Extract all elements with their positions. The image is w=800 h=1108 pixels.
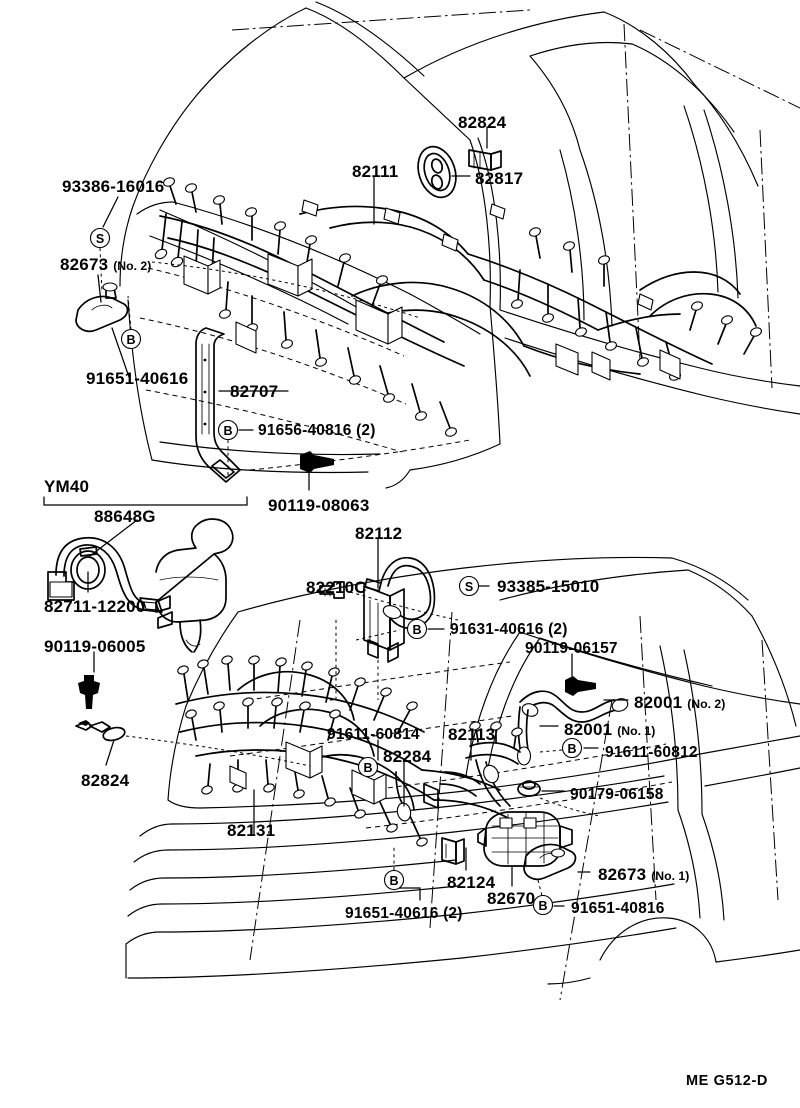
part-label-82673-no2: 82673 (No. 2) [60, 255, 152, 274]
part-label-91651-40616: 91651-40616 [86, 369, 189, 388]
part-label-91651-40816: 91651-40816 [571, 900, 665, 917]
lower-vehicle-body [125, 556, 800, 1001]
part-label-82001-no2: 82001 (No. 2) [634, 693, 726, 712]
part-label-90119-08063: 90119-08063 [268, 496, 370, 515]
part-82210C-connector [319, 581, 345, 599]
part-label-82670: 82670 [487, 889, 536, 908]
part-82112-relay-block [363, 556, 436, 663]
part-label-90119-06005: 90119-06005 [44, 637, 146, 656]
part-82824-clamp-left [75, 720, 126, 742]
svg-text:S: S [96, 232, 104, 246]
svg-text:B: B [567, 742, 576, 756]
svg-text:B: B [412, 623, 421, 637]
group-label-ym40: YM40 [44, 477, 90, 496]
part-label-82210C: 82210C [306, 578, 367, 597]
part-label-90179-06158: 90179-06158 [570, 786, 664, 803]
part-label-82711-12200: 82711-12200 [44, 597, 146, 616]
svg-text:B: B [538, 899, 547, 913]
part-82670-junction-block [477, 811, 573, 867]
part-label-91611-60814: 91611-60814 [327, 726, 420, 743]
part-label-82111: 82111 [352, 162, 399, 181]
part-90179-06158-nut [517, 780, 541, 797]
part-label-82131: 82131 [227, 821, 276, 840]
svg-text:B: B [126, 333, 135, 347]
part-label-82824-left: 82824 [81, 771, 130, 790]
svg-text:B: B [363, 761, 372, 775]
part-label-91656-40816: 91656-40816 (2) [258, 422, 376, 439]
part-label-93385-15010: 93385-15010 [497, 577, 600, 596]
part-label-82673-no1: 82673 (No. 1) [598, 865, 690, 884]
lower-wire-harness-82131 [175, 655, 509, 847]
svg-text:B: B [389, 874, 398, 888]
part-label-82113: 82113 [448, 725, 496, 744]
part-82824-clamp-upper [468, 149, 502, 171]
part-label-82707: 82707 [230, 382, 279, 401]
part-82673-no2 [75, 282, 129, 333]
part-label-82001-no1: 82001 (No. 1) [564, 720, 656, 739]
part-82817-grommet [417, 145, 457, 199]
upper-wire-harness-82111 [154, 177, 762, 437]
part-label-91651-40616-2: 91651-40616 (2) [345, 905, 463, 922]
part-82707-bracket [195, 327, 241, 483]
diagram-code: ME G512-D [686, 1073, 768, 1089]
part-90119-06005-bolt [78, 675, 100, 709]
part-label-82124: 82124 [447, 873, 496, 892]
part-label-91611-60812: 91611-60812 [605, 744, 698, 761]
part-82113-harness [423, 721, 523, 809]
part-82673-no1 [523, 843, 577, 881]
part-label-82817: 82817 [475, 169, 524, 188]
leader-lines [87, 126, 629, 907]
svg-text:S: S [465, 580, 473, 594]
part-label-90119-06157: 90119-06157 [525, 640, 618, 657]
part-label-82284: 82284 [383, 747, 432, 766]
part-label-82112: 82112 [355, 524, 403, 543]
part-label-88648G: 88648G [94, 507, 156, 526]
part-82124-bracket [441, 837, 465, 865]
svg-text:B: B [223, 424, 232, 438]
part-90119-06157-bolt [565, 676, 596, 696]
part-label-82824-upper: 82824 [458, 113, 507, 132]
part-82001-leads [516, 690, 629, 766]
part-label-91631-40616: 91631-40616 (2) [450, 621, 568, 638]
part-label-93386-16016: 93386-16016 [62, 177, 165, 196]
callout-circles: S B B S B B B B B [89, 227, 583, 916]
